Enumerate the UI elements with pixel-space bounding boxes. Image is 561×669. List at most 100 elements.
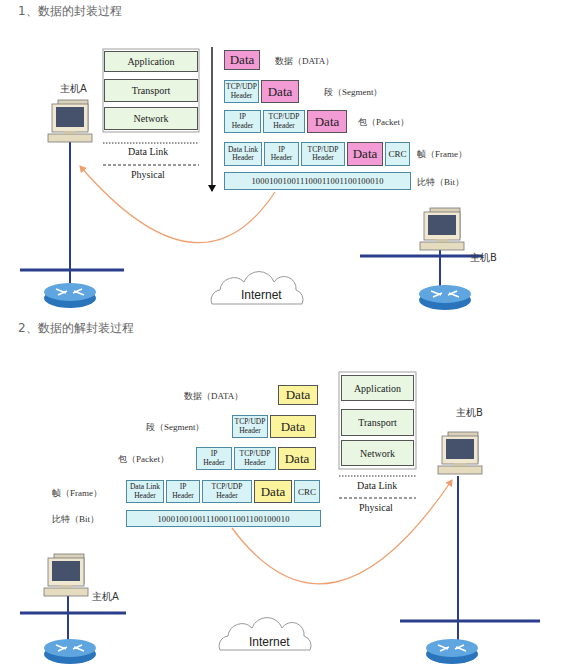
computer-icon (44, 554, 88, 596)
network-wire (67, 594, 69, 640)
heading: 1、数据的封装过程 (18, 3, 122, 20)
node-text: Data (286, 387, 311, 403)
bit-stream-box: 100010010011100011001100100010 (126, 510, 321, 527)
node-text: IP Header (232, 113, 254, 130)
router-symbol (419, 285, 471, 310)
header-box: TCP/UDP Header (202, 480, 252, 503)
node-text: Data (261, 484, 286, 500)
node-text: Transport (132, 85, 171, 96)
node-text: IP Header (172, 483, 194, 500)
node-text: TCP/UDP Header (225, 83, 258, 100)
unit-label: 段（Segment） (146, 421, 205, 434)
unit-label: 比特（Bit） (52, 513, 99, 526)
network-wire (439, 246, 441, 288)
crc-box: CRC (294, 480, 320, 503)
internet-cloud (219, 618, 311, 650)
unit-label: 帧（Frame） (52, 487, 102, 500)
node-text: Data (268, 84, 293, 100)
node-text: Data (285, 451, 310, 467)
node-text: Network (134, 113, 169, 124)
data-box: Data (307, 110, 347, 133)
node-text: 100010010011100011001100100010 (157, 514, 289, 524)
unit-label: 包（Packet） (118, 453, 169, 466)
node-text: CRC (388, 149, 406, 159)
layer-divider (103, 165, 199, 166)
layer-box: Transport (341, 409, 414, 436)
router-symbol (44, 283, 96, 308)
computer-icon (420, 208, 464, 250)
header-box: TCP/UDP Header (234, 447, 276, 470)
node-text: Data Link Header (225, 146, 261, 163)
layer-box: Transport (104, 79, 198, 102)
data-box: Data (224, 50, 260, 70)
cloud-label: Internet (241, 288, 282, 302)
node-text: TCP/UDP Header (264, 113, 304, 130)
unit-label: 数据（DATA） (184, 390, 243, 403)
host-label: 主机A (92, 590, 119, 604)
computer-icon (438, 432, 482, 474)
node-text: CRC (298, 487, 316, 497)
computer-icon (48, 100, 92, 142)
header-box: TCP/UDP Header (232, 415, 268, 438)
node-text: IP Header (271, 146, 293, 163)
network-wire (20, 612, 126, 615)
header-box: Data Link Header (224, 142, 262, 166)
data-box: Data (278, 385, 318, 405)
unit-label: 段（Segment） (324, 86, 383, 99)
node-text: Transport (358, 417, 397, 428)
stack-frame (103, 49, 199, 132)
unit-label: 数据（DATA） (275, 55, 334, 68)
layer-box: Network (341, 440, 414, 466)
unit-label: 帧（Frame） (417, 148, 467, 161)
node-text: Application (354, 383, 401, 394)
node-text: Data Link Header (127, 483, 163, 500)
layer-divider (339, 476, 416, 477)
node-text: Data (353, 146, 378, 162)
layer-label: Physical (359, 502, 393, 513)
node-text: IP Header (203, 450, 225, 467)
unit-label: 比特（Bit） (417, 176, 464, 189)
header-box: IP Header (224, 110, 261, 133)
node-text: 100010010011100011001100100010 (251, 176, 383, 186)
stack-frame (339, 372, 416, 469)
internet-cloud (211, 272, 303, 304)
network-wire (20, 269, 124, 272)
header-box: IP Header (166, 480, 200, 503)
data-box: Data (278, 447, 316, 470)
node-text: TCP/UDP Header (209, 483, 245, 500)
node-text: Data (230, 52, 255, 68)
node-text: TCP/UDP Header (233, 418, 267, 435)
layer-box: Application (104, 51, 198, 72)
bit-stream-box: 100010010011100011001100100010 (224, 172, 411, 190)
header-box: TCP/UDP Header (224, 80, 259, 103)
layer-label: Data Link (128, 146, 168, 157)
router-symbol (426, 639, 478, 664)
host-label: 主机B (456, 406, 483, 420)
data-box: Data (261, 80, 299, 103)
data-box: Data (254, 480, 292, 503)
header-box: Data Link Header (126, 480, 164, 503)
flow-curve (232, 480, 452, 584)
layer-divider (339, 498, 416, 499)
unit-label: 包（Packet） (358, 116, 409, 129)
layer-label: Data Link (357, 480, 397, 491)
router-symbol (44, 639, 96, 664)
heading: 2、数据的解封装过程 (18, 320, 134, 337)
node-text: Application (127, 56, 174, 67)
crc-box: CRC (385, 142, 410, 166)
node-text: Data (281, 419, 306, 435)
network-wire (400, 620, 540, 623)
header-box: IP Header (264, 142, 299, 166)
layer-divider (103, 143, 199, 144)
layer-box: Application (341, 375, 414, 401)
network-wire (457, 476, 459, 640)
host-label: 主机B (470, 251, 497, 265)
node-text: Data (315, 114, 340, 130)
layer-label: Physical (131, 169, 165, 180)
header-box: TCP/UDP Header (263, 110, 305, 133)
header-box: IP Header (196, 447, 232, 470)
network-wire (360, 255, 482, 258)
node-text: TCP/UDP Header (302, 146, 344, 163)
node-text: Network (360, 448, 395, 459)
